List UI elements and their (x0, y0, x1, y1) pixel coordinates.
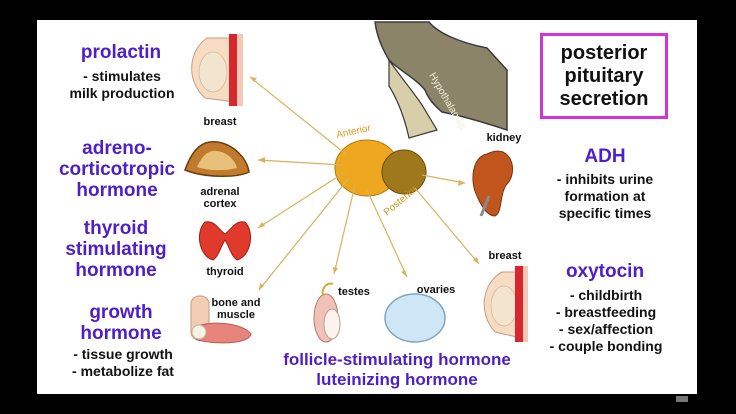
organ-label-adrenal: adrenal cortex (200, 186, 240, 210)
infundibulum-shape (388, 58, 438, 139)
arrow-acth (257, 159, 343, 166)
arrow-kidney (421, 174, 466, 184)
oxytocin-desc: - childbirth - breastfeeding - sex/affec… (549, 287, 663, 354)
acth-name: adreno- corticotropic hormone (58, 138, 176, 201)
arrow-breast-right (414, 187, 480, 265)
arrow-ovaries (366, 189, 408, 278)
gh-name: growth hormone (80, 302, 162, 344)
arrow-tsh (257, 171, 346, 229)
breast-left-illustration (191, 34, 243, 106)
organ-label-kidney: kidney (486, 132, 522, 144)
posterior-lobe (381, 149, 427, 195)
breast-right-illustration (483, 266, 528, 342)
organ-label-testes: testes (338, 286, 370, 298)
fsh-lh-name: follicle-stimulating hormone luteinizing… (283, 350, 511, 389)
adh-desc: - inhibits urine formation at specific t… (556, 171, 654, 221)
adrenal-illustration (184, 140, 250, 178)
posterior-pituitary-title-box: posterior pituitary secretion (540, 33, 668, 119)
organ-label-ovaries: ovaries (416, 284, 456, 296)
prolactin-desc: - stimulates milk production (69, 68, 175, 101)
arrows (249, 76, 480, 291)
kidney-illustration (472, 150, 513, 217)
ovary-illustration (384, 293, 446, 343)
thyroid-illustration (198, 221, 252, 261)
tsh-name: thyroid stimulating hormone (65, 218, 167, 281)
anterior-label: Anterior (335, 123, 372, 141)
testes-illustration (313, 282, 341, 343)
prolactin-name: prolactin (80, 42, 162, 63)
adh-name: ADH (584, 146, 626, 167)
organ-label-breast-left: breast (203, 116, 237, 128)
organ-label-bone: bone and muscle (211, 297, 261, 321)
pituitary-diagram: Hypothalamus Anterior Posterior (184, 21, 528, 344)
arrow-prolactin (249, 76, 348, 156)
gh-desc: - tissue growth - metabolize fat (72, 346, 174, 379)
title-box-text: posterior pituitary secretion (559, 41, 649, 110)
organ-label-thyroid: thyroid (206, 266, 244, 278)
arrow-gh (258, 177, 350, 291)
corner-indicator (676, 396, 688, 402)
slide: Hypothalamus Anterior Posterior (37, 20, 697, 394)
organ-label-breast-right: breast (488, 250, 522, 262)
arrow-testes (333, 184, 356, 275)
bone-muscle-illustration (190, 295, 252, 344)
oxytocin-name: oxytocin (565, 261, 645, 282)
